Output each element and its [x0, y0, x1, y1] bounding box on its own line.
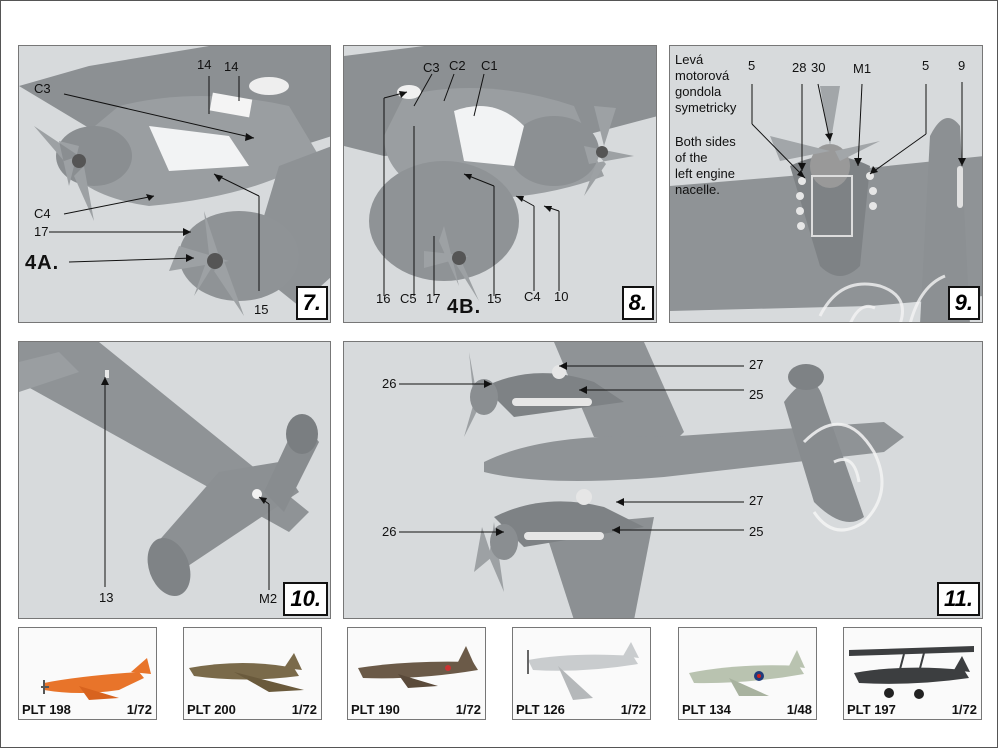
product-code: PLT 134 [682, 702, 731, 717]
note-czech: Levá motorová gondola symetricky [675, 52, 736, 116]
callout: 27 [749, 493, 764, 508]
product-code: PLT 197 [847, 702, 896, 717]
note-line: Levá [675, 52, 704, 67]
product-thumb-plt-134[interactable]: PLT 134 1/48 [678, 627, 817, 720]
aircraft-image [849, 646, 974, 699]
callout: 16 [376, 291, 391, 306]
subassembly-label: 4B. [447, 296, 482, 318]
note-line: symetricky [675, 100, 737, 115]
panel-step-8: C3 C2 C1 16 C5 17 15 C4 10 4B. 8. [343, 45, 657, 323]
callout: 26 [382, 524, 397, 539]
note-line: of the [675, 150, 708, 165]
callout: 5 [748, 58, 756, 73]
note-line: Both sides [675, 134, 736, 149]
callout: C4 [34, 206, 51, 221]
product-scale: 1/48 [786, 702, 812, 717]
callout: 5 [922, 58, 930, 73]
callout: C3 [34, 81, 51, 96]
callout: 15 [254, 302, 269, 317]
step-10-illustration [19, 342, 319, 597]
step-number: 9. [947, 286, 980, 320]
callout: 14 [224, 59, 239, 74]
product-scale: 1/72 [455, 702, 481, 717]
callout: 13 [99, 590, 114, 605]
product-code: PLT 126 [516, 702, 565, 717]
callout: 14 [197, 57, 212, 72]
step-number: 10. [283, 582, 328, 616]
product-code: PLT 198 [22, 702, 71, 717]
callout: 27 [749, 357, 764, 372]
aircraft-image [689, 650, 805, 696]
panel-step-11: 27 26 25 27 26 25 11. [343, 341, 983, 619]
product-code: PLT 200 [187, 702, 236, 717]
callout: M1 [853, 61, 872, 76]
note-line: left engine [675, 166, 735, 181]
callout: 17 [426, 291, 441, 306]
callout: C1 [481, 58, 498, 73]
product-scale: 1/72 [291, 702, 317, 717]
aircraft-image [358, 646, 478, 688]
callout: 25 [749, 524, 764, 539]
note-english: Both sides of the left engine nacelle. [675, 134, 736, 198]
step-number: 7. [295, 286, 328, 320]
panel-step-10: 13 M2 10. [18, 341, 331, 619]
callout: C5 [400, 291, 417, 306]
callout: 28 [792, 60, 807, 75]
callout: 17 [34, 224, 49, 239]
step-8-illustration [344, 46, 656, 301]
product-thumb-plt-198[interactable]: PLT 198 1/72 [18, 627, 157, 720]
product-thumb-plt-197[interactable]: PLT 197 1/72 [843, 627, 982, 720]
step-11-illustration [399, 342, 904, 618]
panel-step-7: 14 14 C3 C4 17 15 4A. 7. [18, 45, 331, 323]
callout: 10 [554, 289, 569, 304]
step-number: 8. [621, 286, 654, 320]
callout: 26 [382, 376, 397, 391]
aircraft-image [527, 642, 639, 700]
note-line: nacelle. [675, 182, 720, 197]
step-7-illustration [19, 46, 330, 316]
product-thumb-plt-190[interactable]: PLT 190 1/72 [347, 627, 486, 720]
step-number: 11. [937, 582, 980, 616]
callout: M2 [259, 591, 278, 606]
subassembly-label: 4A. [25, 252, 60, 274]
product-thumb-plt-126[interactable]: PLT 126 1/72 [512, 627, 651, 720]
callout: 25 [749, 387, 764, 402]
callout: 9 [958, 58, 966, 73]
aircraft-image [41, 658, 151, 700]
callout: C2 [449, 58, 466, 73]
product-scale: 1/72 [126, 702, 152, 717]
note-line: motorová [675, 68, 730, 83]
callout: 15 [487, 291, 502, 306]
callout: C3 [423, 60, 440, 75]
callout: 30 [811, 60, 826, 75]
callout: C4 [524, 289, 541, 304]
aircraft-image [189, 653, 304, 692]
product-thumb-plt-200[interactable]: PLT 200 1/72 [183, 627, 322, 720]
product-scale: 1/72 [620, 702, 646, 717]
product-scale: 1/72 [951, 702, 977, 717]
panel-step-9: Levá motorová gondola symetricky Both si… [669, 45, 983, 323]
note-line: gondola [675, 84, 722, 99]
step-9-illustration [670, 82, 982, 322]
product-code: PLT 190 [351, 702, 400, 717]
